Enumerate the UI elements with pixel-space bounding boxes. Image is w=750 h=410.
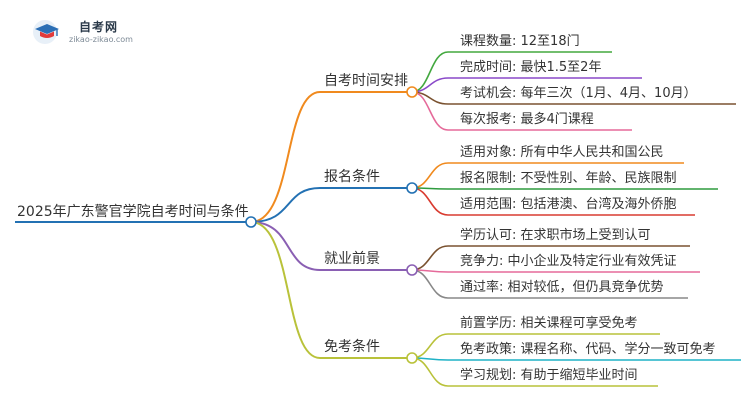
- leaf-topic: 学习规划: 有助于缩短毕业时间: [460, 368, 638, 383]
- branch-node-circle[interactable]: [406, 264, 418, 276]
- leaf-topic: 竞争力: 中小企业及特定行业有效凭证: [460, 254, 677, 269]
- leaf-topic: 完成时间: 最快1.5至2年: [460, 60, 602, 75]
- leaf-topic: 报名限制: 不受性别、年龄、民族限制: [460, 171, 677, 186]
- leaf-connector: [411, 269, 449, 299]
- leaf-topic: 每次报考: 最多4门课程: [460, 112, 594, 127]
- leaf-topic: 考试机会: 每年三次（1月、4月、10月）: [460, 86, 697, 101]
- branch-connector: [250, 187, 321, 223]
- branch-connector: [250, 221, 321, 271]
- branch-node-circle[interactable]: [406, 182, 418, 194]
- leaf-connector: [411, 333, 449, 359]
- branch-topic: 免考条件: [324, 339, 380, 355]
- branch-connector: [250, 91, 321, 223]
- root-node-circle[interactable]: [245, 216, 257, 228]
- branch-node-circle[interactable]: [406, 352, 418, 364]
- leaf-connector: [411, 357, 449, 387]
- branch-connector: [250, 221, 321, 359]
- branch-topic: 就业前景: [324, 251, 380, 267]
- branch-topic: 报名条件: [324, 169, 380, 185]
- leaf-topic: 适用对象: 所有中华人民共和国公民: [460, 145, 664, 160]
- site-url: zikao-zikao.com: [69, 35, 133, 44]
- branch-node-circle[interactable]: [406, 86, 418, 98]
- graduation-cap-icon: [33, 20, 59, 44]
- leaf-topic: 前置学历: 相关课程可享受免考: [460, 316, 638, 331]
- leaf-connector: [411, 245, 449, 271]
- leaf-topic: 通过率: 相对较低，但仍具竞争优势: [460, 280, 664, 295]
- leaf-topic: 学历认可: 在求职市场上受到认可: [460, 228, 651, 243]
- site-logo[interactable]: 自考网 zikao-zikao.com: [32, 17, 142, 49]
- root-topic: 2025年广东警官学院自考时间与条件: [17, 204, 249, 220]
- branch-topic: 自考时间安排: [324, 73, 408, 89]
- leaf-topic: 免考政策: 课程名称、代码、学分一致可免考: [460, 342, 716, 357]
- leaf-connector: [411, 162, 449, 189]
- leaf-topic: 课程数量: 12至18门: [460, 34, 580, 49]
- leaf-connector: [411, 187, 449, 216]
- leaf-topic: 适用范围: 包括港澳、台湾及海外侨胞: [460, 197, 677, 212]
- site-name: 自考网: [79, 20, 119, 34]
